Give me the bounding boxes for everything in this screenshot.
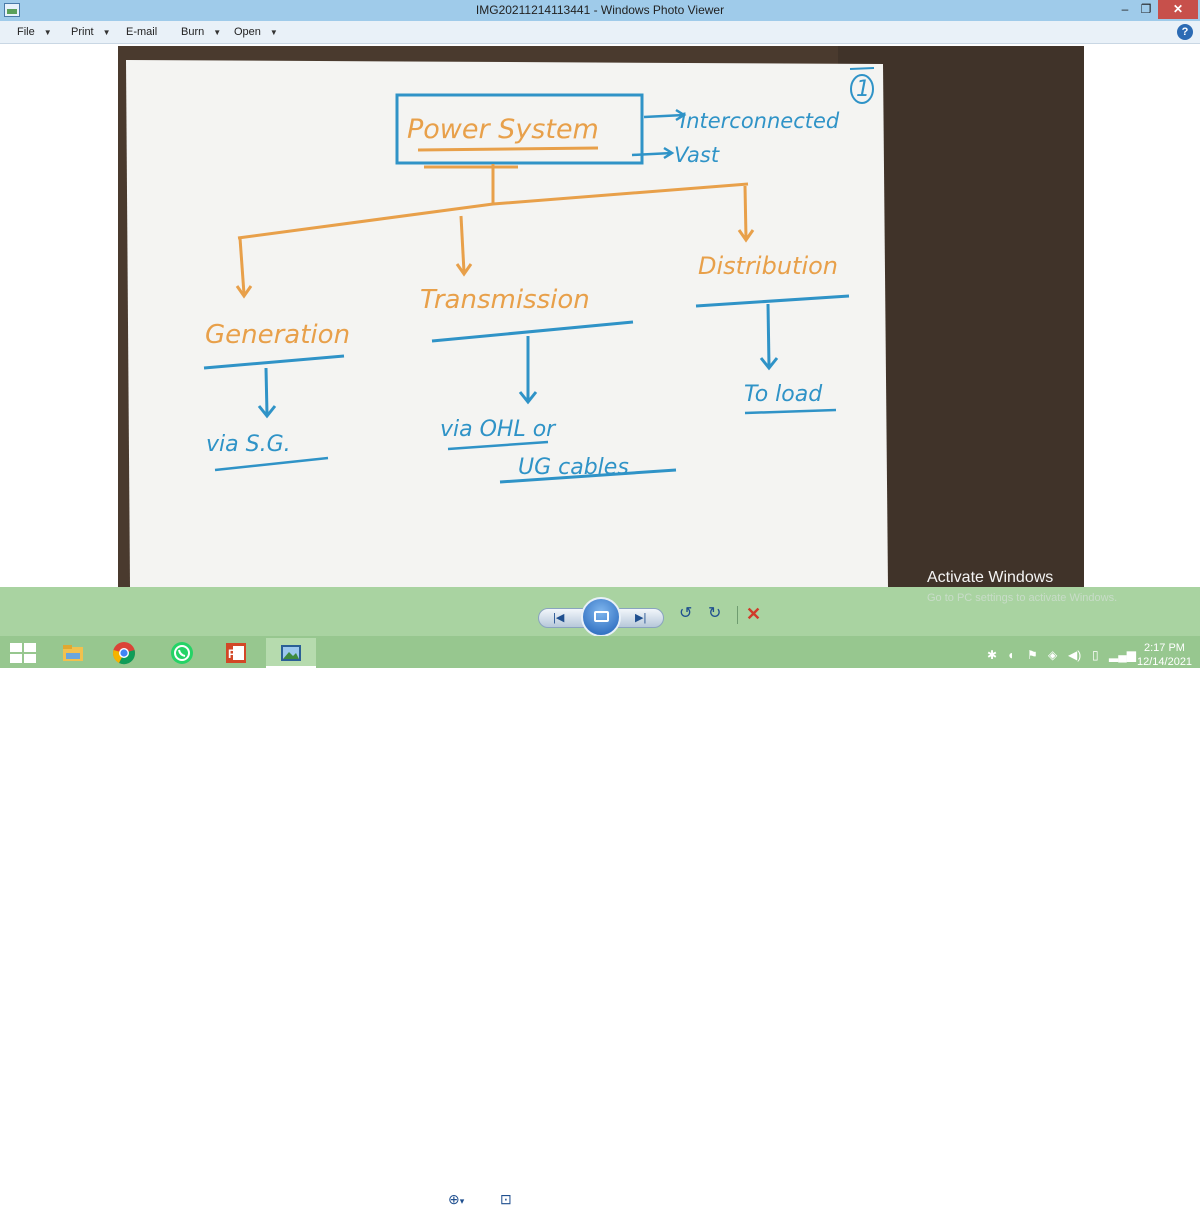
folder-icon (63, 645, 83, 661)
bluetooth-icon[interactable]: ✱ (987, 648, 998, 662)
volume-icon[interactable]: ◀) (1068, 648, 1082, 662)
taskbar-powerpoint[interactable]: P (211, 638, 261, 668)
root-underline-orange (417, 146, 599, 152)
arrow-interconnected (643, 113, 685, 119)
toolbar-separator (737, 606, 738, 624)
taskbar-photo-viewer[interactable] (266, 638, 316, 668)
menu-bar: File ▼ Print ▼ E-mail Burn ▼ Open ▼ ? (0, 21, 1200, 44)
network-signal-icon[interactable]: ▂▄▆ (1109, 648, 1136, 662)
taskbar-whatsapp[interactable] (157, 638, 207, 668)
transmission-detail-underline1 (447, 440, 549, 451)
arrowhead-vast (663, 146, 675, 160)
branch-generation: Generation (205, 320, 350, 350)
battery-icon[interactable]: ▯ (1092, 648, 1099, 662)
photo-viewer-app-icon (4, 3, 20, 17)
window-title: IMG20211214113441 - Windows Photo Viewer (475, 3, 725, 17)
taskbar-file-explorer[interactable] (48, 638, 98, 668)
menu-burn-label: Burn (181, 26, 205, 38)
chevron-down-icon: ▼ (43, 28, 52, 37)
distribution-underline (695, 294, 850, 308)
start-button[interactable] (10, 643, 36, 663)
rotate-clockwise-icon[interactable]: ↻ (708, 605, 722, 622)
menu-print-label: Print (71, 26, 94, 38)
photo-viewer-icon (281, 645, 301, 661)
page-number-underline (849, 67, 875, 70)
detail-generation: via S.G. (206, 432, 291, 457)
root-node-label: Power System (407, 114, 599, 145)
transmission-detail-underline2 (499, 468, 677, 484)
speaker-small-icon[interactable]: ◖ (1007, 648, 1015, 662)
next-icon[interactable]: ▶| (635, 612, 647, 624)
menu-open[interactable]: Open ▼ (234, 26, 278, 38)
root-box (395, 93, 644, 165)
slideshow-icon (594, 611, 609, 622)
rotate-counterclockwise-icon[interactable]: ↺ (679, 605, 693, 622)
windows-logo-pane (24, 643, 36, 652)
clock-time[interactable]: 2:17 PM (1144, 642, 1185, 654)
detail-distribution: To load (744, 382, 823, 407)
actual-size-icon[interactable]: ⊡ (500, 1191, 512, 1207)
branch-transmission: Transmission (420, 285, 590, 315)
image-viewport[interactable]: 1 Power System Interconnected Vast (0, 44, 1200, 587)
distribution-detail-underline (744, 408, 837, 415)
delete-button[interactable]: ✕ (746, 604, 762, 624)
generation-detail-underline (214, 456, 329, 472)
menu-print[interactable]: Print ▼ (71, 26, 111, 38)
generation-underline (203, 354, 345, 370)
menu-email-label: E-mail (126, 26, 158, 38)
taskbar (0, 636, 1200, 668)
detail-transmission-line1: via OHL or (440, 417, 557, 442)
displayed-photo: 1 Power System Interconnected Vast (118, 46, 1084, 587)
restore-button[interactable]: ❐ (1140, 2, 1152, 16)
windows-logo-icon (10, 643, 22, 652)
arrow-vast (631, 151, 673, 157)
powerpoint-icon: P (226, 643, 246, 663)
page-number-circle (850, 74, 874, 104)
transmission-underline (431, 320, 634, 343)
menu-email[interactable]: E-mail (126, 26, 157, 38)
detail-arrows (257, 303, 779, 419)
activate-windows-title: Activate Windows (927, 569, 1054, 586)
chevron-down-icon: ▼ (102, 28, 111, 37)
page-number: 1 (856, 77, 870, 102)
chrome-icon (113, 642, 135, 665)
whatsapp-icon (171, 642, 193, 664)
previous-icon[interactable]: |◀ (553, 612, 565, 624)
title-bar[interactable]: IMG20211214113441 - Windows Photo Viewer… (0, 0, 1200, 21)
zoom-icon[interactable]: ⊕▾ (448, 1191, 465, 1207)
minimize-button[interactable]: – (1121, 2, 1129, 16)
chevron-down-icon: ▼ (213, 28, 222, 37)
taskbar-chrome[interactable] (99, 638, 149, 668)
arrowhead-interconnected (675, 108, 687, 122)
branch-distribution: Distribution (698, 252, 838, 280)
menu-file-label: File (17, 26, 35, 38)
menu-file[interactable]: File ▼ (17, 26, 52, 38)
handwritten-notes-photo: 1 Power System Interconnected Vast (118, 46, 1084, 587)
menu-open-label: Open (234, 26, 261, 38)
activate-windows-subtitle: Go to PC settings to activate Windows. (927, 592, 1118, 604)
windows-logo-pane (10, 654, 22, 663)
attribute-interconnected: Interconnected (680, 109, 840, 133)
close-button[interactable]: ✕ (1158, 0, 1198, 19)
attribute-vast: Vast (674, 143, 720, 167)
help-icon[interactable]: ? (1177, 24, 1193, 40)
paper-sheet (126, 60, 888, 587)
chevron-down-icon: ▼ (269, 28, 278, 37)
svg-text:P: P (228, 647, 236, 661)
menu-burn[interactable]: Burn ▼ (181, 26, 221, 38)
flag-icon[interactable]: ⚑ (1027, 648, 1038, 662)
tree-connectors (235, 164, 755, 299)
clock-date[interactable]: 12/14/2021 (1137, 656, 1193, 668)
shield-icon[interactable]: ◈ (1048, 648, 1058, 662)
windows-logo-pane (24, 654, 36, 663)
slideshow-button[interactable] (581, 597, 621, 637)
